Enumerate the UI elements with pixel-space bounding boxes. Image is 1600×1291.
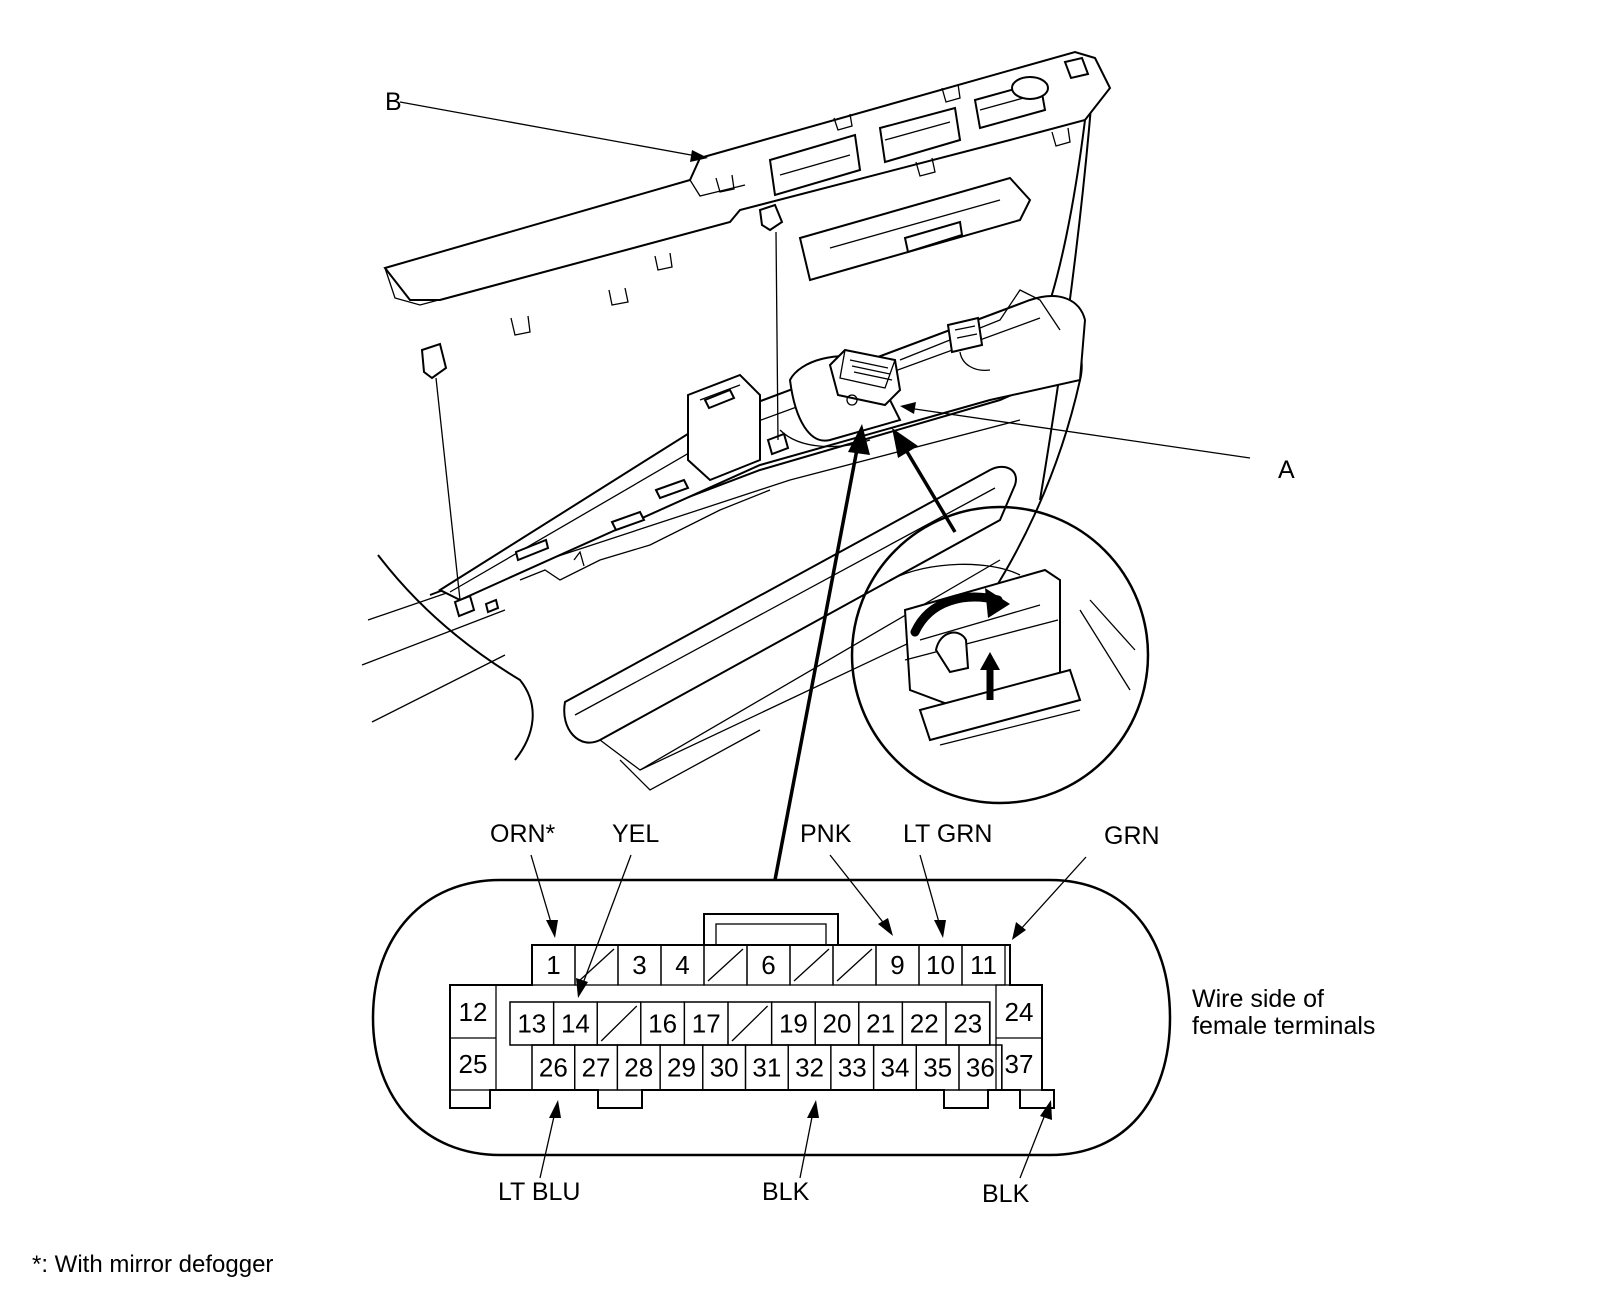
pin-number: 10 bbox=[926, 950, 955, 980]
pin-number: 16 bbox=[648, 1009, 677, 1039]
wire-leaders bbox=[530, 854, 1087, 1179]
pin-number: 23 bbox=[953, 1009, 982, 1039]
pin-cell bbox=[961, 944, 1006, 986]
blank-pin-slash bbox=[600, 1005, 638, 1042]
detail-view bbox=[850, 505, 1150, 805]
wire-color-lt-blu: LT BLU bbox=[498, 1178, 580, 1206]
connector-side-note-line-1: Wire side of bbox=[1192, 985, 1324, 1013]
pin-number: 28 bbox=[624, 1053, 653, 1083]
pin-number: 14 bbox=[561, 1009, 590, 1039]
callout-b-label: B bbox=[385, 88, 402, 116]
blank-pin-slash bbox=[793, 948, 830, 982]
switch-panel bbox=[383, 50, 1112, 601]
pin-number: 29 bbox=[667, 1053, 696, 1083]
blank-pin-slash bbox=[731, 1005, 769, 1042]
blank-pin-slash bbox=[578, 948, 615, 982]
pin-number: 26 bbox=[539, 1053, 568, 1083]
pin-number: 31 bbox=[752, 1053, 781, 1083]
wire-color-pnk: PNK bbox=[800, 820, 852, 848]
pin-number: 27 bbox=[582, 1053, 611, 1083]
pin-number: 32 bbox=[795, 1053, 824, 1083]
wire-color-blk-37: BLK bbox=[982, 1180, 1030, 1208]
connector-side-note-line-2: female terminals bbox=[1192, 1012, 1375, 1040]
pin-number: 36 bbox=[966, 1053, 995, 1083]
pin-number: 34 bbox=[880, 1053, 909, 1083]
callout-arrows bbox=[399, 101, 1251, 881]
pin-number: 11 bbox=[970, 950, 997, 980]
pin-cell bbox=[958, 1044, 1003, 1091]
pin-number: 24 bbox=[1005, 997, 1034, 1027]
pin-number: 6 bbox=[761, 950, 775, 980]
pin-number: 35 bbox=[923, 1053, 952, 1083]
pin-number: 19 bbox=[779, 1009, 808, 1039]
pin-number: 3 bbox=[632, 950, 646, 980]
pin-number: 4 bbox=[675, 950, 689, 980]
wire-color-blk-32: BLK bbox=[762, 1178, 810, 1206]
wire-color-orn: ORN* bbox=[490, 820, 556, 848]
wire-color-lt-grn: LT GRN bbox=[903, 820, 992, 848]
pin-number: 20 bbox=[823, 1009, 852, 1039]
wire-color-grn: GRN bbox=[1104, 822, 1160, 850]
footnote: *: With mirror defogger bbox=[32, 1251, 273, 1278]
wire-color-yel: YEL bbox=[612, 820, 659, 848]
pin-number: 13 bbox=[517, 1009, 546, 1039]
pin-number: 30 bbox=[710, 1053, 739, 1083]
armrest-tray bbox=[437, 289, 1087, 618]
pin-number: 9 bbox=[890, 950, 904, 980]
pin-number: 22 bbox=[910, 1009, 939, 1039]
callout-a-label: A bbox=[1278, 456, 1295, 484]
pin-number: 21 bbox=[866, 1009, 895, 1039]
pin-number: 37 bbox=[1005, 1049, 1034, 1079]
pin-number: 12 bbox=[459, 997, 488, 1027]
pin-number: 1 bbox=[546, 950, 560, 980]
pin-number: 33 bbox=[838, 1053, 867, 1083]
blank-pin-slash bbox=[707, 948, 744, 982]
blank-pin-slash bbox=[836, 948, 873, 982]
pin-number: 17 bbox=[692, 1009, 721, 1039]
pin-number: 25 bbox=[459, 1049, 488, 1079]
